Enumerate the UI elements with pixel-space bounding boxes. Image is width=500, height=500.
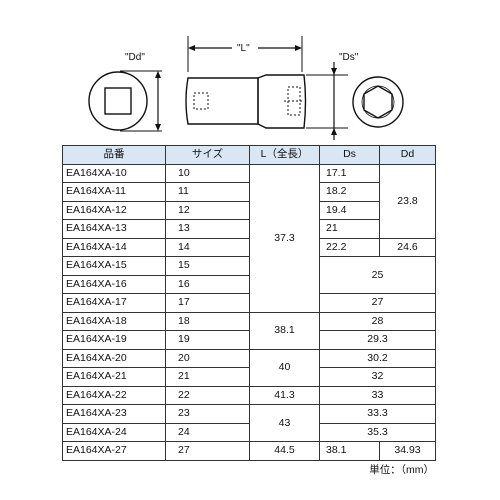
ds-dd: 33	[319, 385, 436, 405]
length: 37.3	[249, 163, 320, 313]
dd: 34.93	[379, 441, 436, 461]
size: 20	[165, 348, 250, 368]
size: 27	[165, 441, 250, 461]
part-number: EA164XA-10	[62, 163, 166, 183]
size: 10	[165, 163, 250, 183]
length: 43	[249, 404, 320, 442]
spec-table: 品番 サイズ L（全長） Ds Dd EA164XA-10 10 37.3 17…	[62, 145, 436, 461]
ds: 21	[319, 219, 380, 239]
dd-label: "Dd"	[125, 52, 145, 63]
part-number: EA164XA-24	[62, 422, 166, 442]
size: 14	[165, 237, 250, 257]
part-number: EA164XA-23	[62, 404, 166, 424]
part-number: EA164XA-17	[62, 293, 166, 313]
ds-label: "Ds"	[339, 52, 359, 63]
length: 38.1	[249, 311, 320, 350]
table-row: EA164XA-21 21 32	[62, 367, 436, 387]
ds-dd: 28	[319, 311, 436, 331]
table-row: EA164XA-17 17 27	[62, 293, 436, 313]
size: 21	[165, 367, 250, 387]
part-number: EA164XA-18	[62, 311, 166, 331]
ds: 19.4	[319, 200, 380, 220]
table-row: EA164XA-19 19 29.3	[62, 330, 436, 350]
size: 19	[165, 330, 250, 350]
size: 24	[165, 422, 250, 442]
length: 44.5	[249, 441, 320, 461]
part-number: EA164XA-21	[62, 367, 166, 387]
ds: 38.1	[319, 441, 380, 461]
header-part-number: 品番	[62, 145, 166, 165]
unit-note: 単位：（mm）	[369, 464, 434, 476]
ds-dimension	[306, 62, 348, 140]
part-number: EA164XA-27	[62, 441, 166, 461]
table-row: EA164XA-18 18 38.1 28	[62, 311, 436, 350]
table-row: EA164XA-27 27 44.5 38.1 34.93	[62, 441, 436, 461]
dd: 23.8	[379, 163, 436, 239]
size: 23	[165, 404, 250, 424]
ds-dd: 27	[319, 293, 436, 313]
size: 17	[165, 293, 250, 313]
header-size: サイズ	[165, 145, 250, 165]
size: 15	[165, 256, 250, 276]
size: 22	[165, 385, 250, 405]
table-row: EA164XA-10 10 37.3 17.1 23.8	[62, 163, 436, 313]
socket-side-view	[185, 74, 307, 129]
part-number: EA164XA-12	[62, 200, 166, 220]
table-row: EA164XA-22 22 41.3 33	[62, 385, 436, 405]
ds-dd: 30.2	[319, 348, 436, 368]
table-row: EA164XA-16 16	[62, 274, 436, 294]
socket-diagram: "Dd" "L" "Ds"	[88, 36, 404, 140]
hex-end-view	[352, 76, 404, 128]
dd-dimension	[120, 70, 162, 132]
ds-dd: 32	[319, 367, 436, 387]
l-label: "L"	[237, 43, 250, 54]
ds-dd: 29.3	[319, 330, 436, 350]
ds-dd: 35.3	[319, 422, 436, 442]
header-length: L（全長）	[249, 145, 320, 165]
header-dd: Dd	[379, 145, 436, 165]
table-row: EA164XA-11 11 18.2	[62, 182, 436, 202]
ds: 18.2	[319, 182, 380, 202]
size: 12	[165, 200, 250, 220]
part-number: EA164XA-22	[62, 385, 166, 405]
length: 40	[249, 348, 320, 387]
table-row: EA164XA-15 15 25	[62, 256, 436, 294]
size: 11	[165, 182, 250, 202]
ds: 17.1	[319, 163, 380, 183]
part-number: EA164XA-19	[62, 330, 166, 350]
part-number: EA164XA-15	[62, 256, 166, 276]
table-row: EA164XA-14 14 22.2 24.6	[62, 237, 436, 257]
ds-dd: 25	[319, 256, 436, 294]
ds-dd: 33.3	[319, 404, 436, 424]
header-row: 品番 サイズ L（全長） Ds Dd	[62, 145, 436, 165]
part-number: EA164XA-20	[62, 348, 166, 368]
table-row: EA164XA-23 23 43 33.3	[62, 404, 436, 442]
table-row: EA164XA-24 24 35.3	[62, 422, 436, 442]
dd: 24.6	[379, 237, 436, 257]
size: 16	[165, 274, 250, 294]
header-ds: Ds	[319, 145, 380, 165]
part-number: EA164XA-16	[62, 274, 166, 294]
part-number: EA164XA-14	[62, 237, 166, 257]
table-row: EA164XA-13 13 21	[62, 219, 436, 239]
table-row: EA164XA-12 12 19.4	[62, 200, 436, 220]
drive-end-view	[88, 71, 148, 131]
table-row: EA164XA-20 20 40 30.2	[62, 348, 436, 387]
ds: 22.2	[319, 237, 380, 257]
l-dimension	[187, 36, 303, 72]
part-number: EA164XA-13	[62, 219, 166, 239]
part-number: EA164XA-11	[62, 182, 166, 202]
size: 18	[165, 311, 250, 331]
size: 13	[165, 219, 250, 239]
length: 41.3	[249, 385, 320, 405]
